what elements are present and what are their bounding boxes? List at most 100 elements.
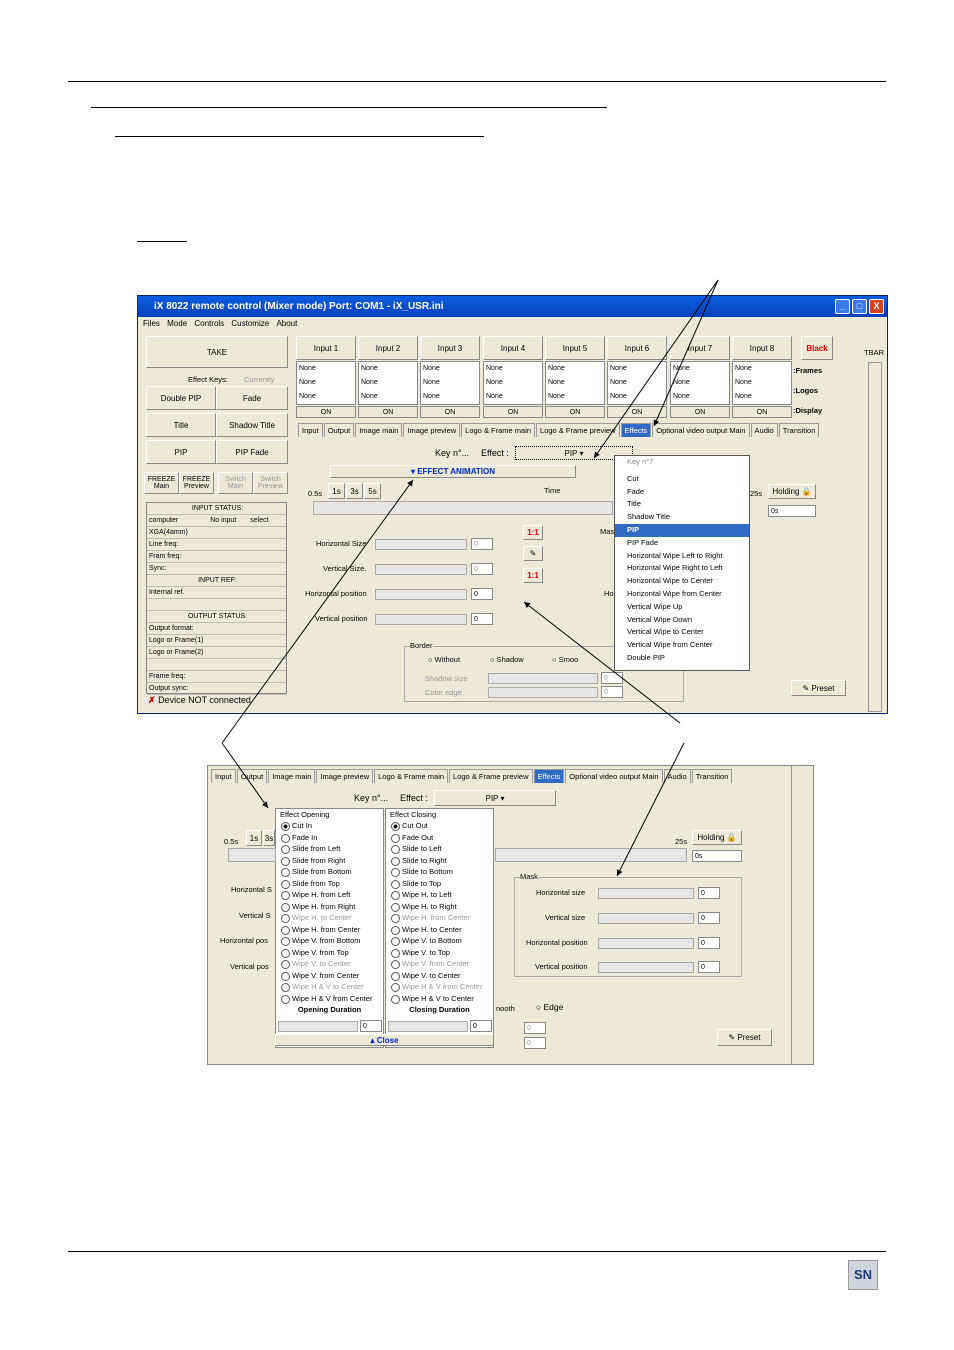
- tab-input[interactable]: Input: [211, 769, 236, 783]
- effect-select[interactable]: PIP ▾: [434, 790, 556, 806]
- tab-image-preview[interactable]: Image preview: [403, 423, 461, 437]
- tab-transition[interactable]: Transition: [778, 423, 820, 437]
- color-edge-value[interactable]: 0: [601, 686, 623, 698]
- time-value[interactable]: 0s: [692, 850, 742, 862]
- maximize-button[interactable]: □: [852, 299, 867, 314]
- opening-option[interactable]: Wipe H. from Right: [276, 901, 383, 913]
- tab-input[interactable]: Input: [298, 423, 323, 437]
- closing-option[interactable]: Cut Out: [386, 820, 493, 832]
- input-name[interactable]: Input 6: [607, 336, 667, 360]
- preset-button[interactable]: ✎ Preset: [717, 1029, 772, 1046]
- time-slider[interactable]: [228, 848, 276, 862]
- v-pos-slider[interactable]: [375, 614, 467, 625]
- mask-h-pos-slider[interactable]: [598, 938, 694, 949]
- tab-image-main[interactable]: Image main: [268, 769, 316, 783]
- dropdown-item[interactable]: Horizontal Wipe Left to Right: [627, 550, 723, 560]
- input-on[interactable]: ON: [732, 406, 792, 418]
- time-3s-button[interactable]: 3s: [263, 830, 275, 846]
- dropdown-item[interactable]: Horizontal Wipe to Center: [627, 576, 713, 586]
- holding-button[interactable]: Holding 🔒: [768, 484, 816, 499]
- h-pos-value[interactable]: 0: [471, 588, 493, 600]
- opening-option[interactable]: Wipe V. to Center: [276, 958, 383, 970]
- input-on[interactable]: ON: [545, 406, 605, 418]
- tab-output[interactable]: Output: [323, 423, 355, 437]
- opening-option[interactable]: Slide from Bottom: [276, 866, 383, 878]
- closing-option[interactable]: Wipe H. to Right: [386, 901, 493, 913]
- opening-option[interactable]: Fade In: [276, 832, 383, 844]
- key-button-3[interactable]: Title: [146, 413, 216, 437]
- time-value[interactable]: 0s: [768, 505, 816, 517]
- effect-opening-list[interactable]: Effect Opening Cut In Fade In Slide from…: [275, 808, 384, 1048]
- lock-icon[interactable]: ✎: [523, 546, 543, 561]
- tab-logo-frame-main[interactable]: Logo & Frame main: [461, 423, 536, 437]
- tab-logo-frame-main[interactable]: Logo & Frame main: [374, 769, 449, 783]
- close-animation-button[interactable]: ▴ Close: [275, 1034, 494, 1046]
- input-on[interactable]: ON: [483, 406, 543, 418]
- freeze-preview-button[interactable]: FREEZE Preview: [179, 472, 214, 494]
- input-on[interactable]: ON: [358, 406, 418, 418]
- input-on[interactable]: ON: [670, 406, 730, 418]
- dropdown-item[interactable]: Shadow Title: [627, 512, 670, 522]
- closing-option[interactable]: Wipe V. to Center: [386, 970, 493, 982]
- closing-option[interactable]: Wipe H. to Center: [386, 924, 493, 936]
- mask-v-pos-value[interactable]: 0: [698, 961, 720, 973]
- input-name[interactable]: Input 1: [296, 336, 356, 360]
- opening-option[interactable]: Wipe V. from Top: [276, 947, 383, 959]
- ratio-button-2[interactable]: 1:1: [523, 568, 543, 583]
- opening-option[interactable]: Wipe V. from Center: [276, 970, 383, 982]
- mask-h-size-value[interactable]: 0: [698, 887, 720, 899]
- closing-duration-value[interactable]: 0: [470, 1020, 492, 1032]
- tab-audio[interactable]: Audio: [663, 769, 691, 783]
- closing-option[interactable]: Slide to Bottom: [386, 866, 493, 878]
- closing-option[interactable]: Slide to Left: [386, 843, 493, 855]
- opening-option[interactable]: Wipe V. from Bottom: [276, 935, 383, 947]
- input-name[interactable]: Input 4: [483, 336, 543, 360]
- dropdown-item[interactable]: Vertical Wipe to Center: [627, 627, 704, 637]
- closing-duration-slider[interactable]: [388, 1021, 468, 1032]
- without-radio[interactable]: ○ Without: [428, 655, 461, 664]
- time-slider[interactable]: [313, 501, 613, 515]
- v-size-value[interactable]: 0: [471, 563, 493, 575]
- effect-select[interactable]: PIP ▾: [515, 446, 633, 460]
- dropdown-item[interactable]: Vertical Wipe Down: [627, 614, 693, 624]
- h-size-value[interactable]: 0: [471, 538, 493, 550]
- key-button-4[interactable]: Shadow Title: [216, 413, 288, 437]
- closing-option[interactable]: Wipe V. to Top: [386, 947, 493, 959]
- switch-preview-button[interactable]: Switch Preview: [253, 472, 288, 494]
- dropdown-item[interactable]: Vertical Wipe from Center: [627, 640, 713, 650]
- tbar-slider[interactable]: [868, 362, 882, 712]
- dropdown-item[interactable]: Vertical Wipe Up: [627, 601, 683, 611]
- tab-logo-frame-preview[interactable]: Logo & Frame preview: [449, 769, 533, 783]
- v-pos-value[interactable]: 0: [471, 613, 493, 625]
- opening-option[interactable]: Wipe H. from Left: [276, 889, 383, 901]
- closing-option[interactable]: Slide to Top: [386, 878, 493, 890]
- tab-output[interactable]: Output: [236, 769, 268, 783]
- ratio-button-1[interactable]: 1:1: [523, 525, 543, 540]
- input-name[interactable]: Input 5: [545, 336, 605, 360]
- time-1s-button[interactable]: 1s: [328, 483, 345, 499]
- tab-effects[interactable]: Effects: [620, 423, 652, 437]
- input-name[interactable]: Input 3: [420, 336, 480, 360]
- key-button-2[interactable]: Fade: [216, 386, 288, 410]
- closing-option[interactable]: Wipe H & V to Center: [386, 993, 493, 1005]
- opening-option[interactable]: Slide from Left: [276, 843, 383, 855]
- effect-closing-list[interactable]: Effect Closing Cut Out Fade Out Slide to…: [385, 808, 494, 1048]
- menu-files[interactable]: Files: [143, 319, 160, 328]
- mask-h-pos-value[interactable]: 0: [698, 937, 720, 949]
- tab-optional-video[interactable]: Optional video output Main: [652, 423, 750, 437]
- h-pos-slider[interactable]: [375, 589, 467, 600]
- menu-customize[interactable]: Customize: [231, 319, 270, 328]
- time-5s-button[interactable]: 5s: [364, 483, 381, 499]
- switch-main-button[interactable]: Switch Main: [218, 472, 253, 494]
- tab-image-main[interactable]: Image main: [355, 423, 403, 437]
- closing-option[interactable]: Fade Out: [386, 832, 493, 844]
- v-size-slider[interactable]: [375, 564, 467, 575]
- input-name[interactable]: Input 8: [732, 336, 792, 360]
